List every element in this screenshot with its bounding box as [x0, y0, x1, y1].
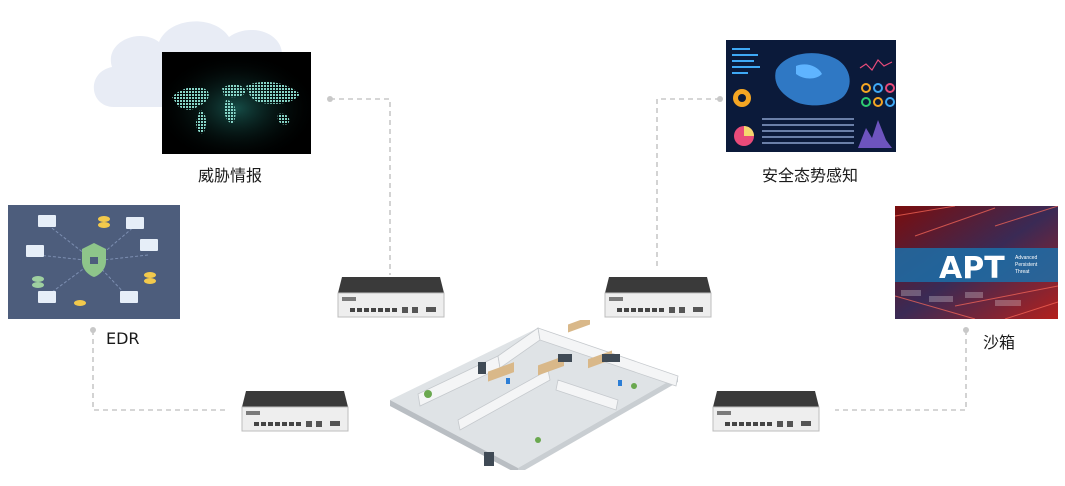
world-map-icon: [162, 52, 311, 154]
connector-sandbox: [835, 330, 967, 411]
edr-label: EDR: [106, 329, 140, 348]
apt-sub-2: Persistent: [1015, 262, 1038, 268]
situational-awareness-label: 安全态势感知: [762, 166, 859, 185]
office-floorplan-icon: [390, 320, 679, 470]
threat-intel-label: 威胁情报: [198, 166, 263, 185]
appliance-device-bottom-left: [241, 391, 349, 432]
network-endpoints-icon: [8, 205, 180, 319]
appliance-device-top-right: [604, 277, 712, 318]
connector-threat-intel: [330, 98, 391, 275]
situational-awareness-image: [726, 40, 896, 152]
sandbox-image: APT Advanced Persistent Threat: [895, 206, 1058, 319]
threat-intel-image: [162, 52, 311, 154]
apt-banner-icon: APT Advanced Persistent Threat: [895, 206, 1058, 319]
edr-image: [8, 205, 180, 319]
connector-situational-awareness: [656, 98, 720, 270]
appliance-device-bottom-right: [712, 391, 820, 432]
dashboard-icon: [726, 40, 896, 152]
apt-sub-1: Advanced: [1015, 255, 1037, 261]
sandbox-label: 沙箱: [983, 333, 1016, 352]
apt-sub-3: Threat: [1015, 269, 1030, 275]
appliance-device-top-left: [337, 277, 445, 318]
apt-headline: APT: [939, 251, 1005, 286]
